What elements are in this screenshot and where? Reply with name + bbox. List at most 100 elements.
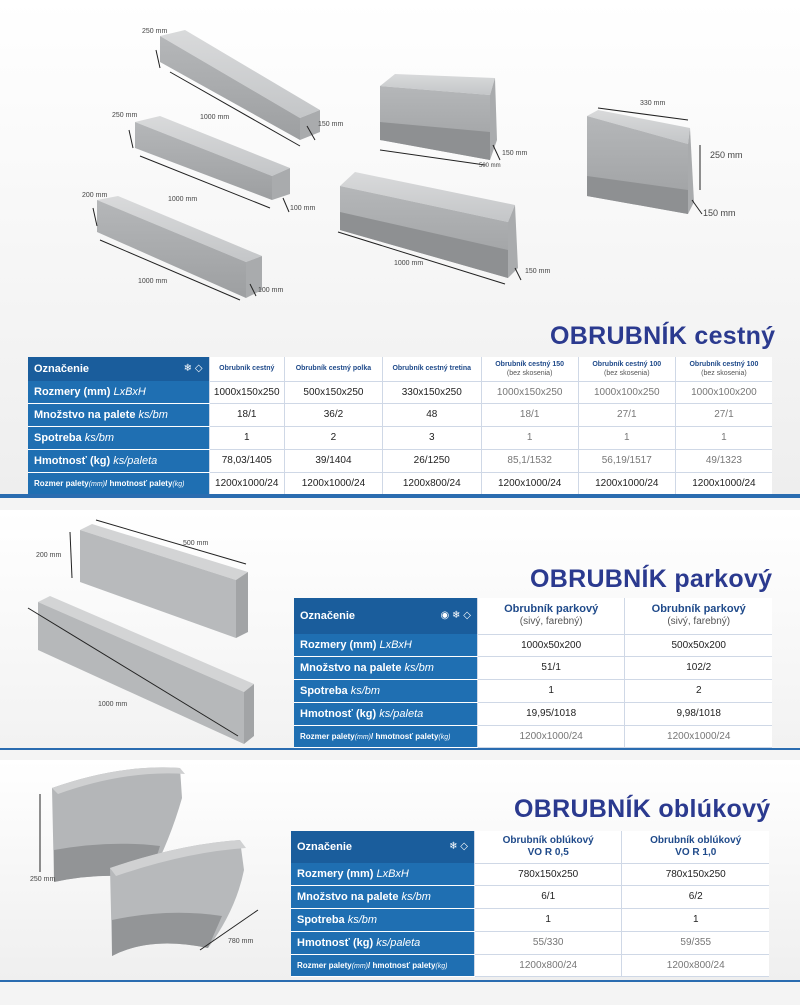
dim-label: 150 mm (318, 121, 344, 128)
dim-label: 150 mm (502, 150, 528, 157)
diamond-icon: ◇ (194, 363, 203, 374)
row-label: Hmotnosť (kg) ks/paleta (294, 702, 478, 726)
park-curb-table: Označenie ◉ ❄ ◇ Obrubník parkový(sivý, f… (294, 598, 772, 748)
snowflake-icon: ❄ (183, 363, 193, 374)
curb-block-4 (380, 74, 497, 160)
circle-badge-icon: ◉ (440, 610, 450, 621)
table-cell: 39/1404 (283, 449, 383, 473)
snowflake-icon: ❄ (452, 610, 461, 621)
dimension-lines (39, 794, 259, 951)
table-row: Množstvo na palete ks/bm 51/1 102/2 (294, 656, 772, 680)
dim-label: 1000 mm (138, 278, 168, 285)
table-cell: 19,95/1018 (476, 702, 625, 726)
table-cell: 2 (624, 679, 772, 703)
table-row: Rozmer palety(mm)/ hmotnosť palety(kg) 1… (291, 954, 769, 977)
table-cell: 1200x800/24 (473, 954, 622, 977)
table-cell: 26/1250 (381, 449, 482, 473)
table-cell: 1200x1000/24 (577, 472, 676, 495)
column-header: Obrubník parkový(sivý, farebný) (624, 598, 772, 635)
dim-label: 100 mm (258, 287, 284, 294)
dim-label: 500 mm (183, 540, 209, 547)
table-row: Spotreba ks/bm 1 1 (291, 908, 769, 932)
row-label: Rozmery (mm) LxBxH (291, 863, 475, 886)
dim-label: 250 mm (142, 28, 168, 35)
table-row: Hmotnosť (kg) ks/paleta 78,03/1405 39/14… (28, 449, 772, 473)
table-cell: 1200x1000/24 (624, 725, 772, 748)
table-row: Rozmery (mm) LxBxH 1000x50x200 500x50x20… (294, 634, 772, 657)
dim-label: 500 mm (479, 163, 501, 169)
curb-block-1 (160, 30, 320, 140)
dim-label: 1000 mm (394, 260, 424, 267)
table-cell: 1000x100x250 (577, 381, 676, 404)
table-cell: 330x150x250 (381, 381, 482, 404)
table-cell: 18/1 (208, 403, 285, 427)
table-cell: 102/2 (624, 656, 772, 680)
table-cell: 1 (480, 426, 579, 450)
column-header: Obrubník parkový(sivý, farebný) (476, 598, 625, 635)
table-row: Spotreba ks/bm 1 2 (294, 679, 772, 703)
table-row: Rozmer palety(mm)/ hmotnosť palety(kg) 1… (294, 725, 772, 748)
dim-label: 780 mm (228, 938, 254, 945)
row-label: Rozmery (mm) LxBxH (28, 381, 210, 404)
table-cell: 1 (621, 908, 769, 932)
table-cell: 49/1323 (674, 449, 772, 473)
row-label: Spotreba ks/bm (28, 426, 210, 450)
dimension-lines (92, 49, 703, 301)
table-cell: 59/355 (621, 931, 769, 955)
park-curb-short (80, 524, 248, 638)
table-cell: 27/1 (674, 403, 772, 427)
curb-block-6 (587, 110, 694, 214)
road-curb-table: Označenie ❄ ◇ Obrubník cestný Obrubník c… (28, 357, 772, 495)
table-cell: 9,98/1018 (624, 702, 772, 726)
table-cell: 51/1 (476, 656, 625, 680)
table-row: Množstvo na palete ks/bm 18/1 36/2 48 18… (28, 403, 772, 427)
curved-curb-product-images (39, 767, 259, 956)
table-cell: 85,1/1532 (480, 449, 579, 473)
table-row: Hmotnosť (kg) ks/paleta 19,95/1018 9,98/… (294, 702, 772, 726)
curved-curb-front (110, 840, 246, 956)
table-cell: 2 (283, 426, 383, 450)
section-title-curved-curb: OBRUBNÍK oblúkový (514, 795, 771, 823)
section-title-park-curb: OBRUBNÍK parkový (530, 565, 773, 593)
table-row: Rozmery (mm) LxBxH 780x150x250 780x150x2… (291, 863, 769, 886)
table-cell: 1 (674, 426, 772, 450)
table-cell: 1200x1000/24 (283, 472, 383, 495)
dim-label: 100 mm (290, 205, 316, 212)
row-label: Spotreba ks/bm (291, 908, 475, 932)
table-cell: 1000x150x250 (208, 381, 285, 404)
table-cell: 1 (208, 426, 285, 450)
row-label: Rozmer palety(mm)/ hmotnosť palety(kg) (294, 725, 478, 748)
column-header: Obrubník cestný 100(bez skosenia) (674, 357, 772, 382)
road-curb-product-images (92, 30, 703, 301)
section-title-road-curb: OBRUBNÍK cestný (550, 322, 776, 350)
table-cell: 1200x1000/24 (208, 472, 285, 495)
park-curb-product-images (27, 519, 254, 744)
column-header: Obrubník cestný (208, 357, 285, 382)
diamond-icon: ◇ (460, 841, 468, 852)
table-cell: 56,19/1517 (577, 449, 676, 473)
table-header-label: Označenie ◉ ❄ ◇ (294, 598, 478, 634)
table-cell: 780x150x250 (621, 863, 769, 886)
table-cell: 780x150x250 (473, 863, 622, 886)
table-row: Hmotnosť (kg) ks/paleta 55/330 59/355 (291, 931, 769, 955)
row-label: Rozmer palety(mm)/ hmotnosť palety(kg) (28, 472, 210, 495)
table-cell: 3 (381, 426, 482, 450)
dim-label: 150 mm (703, 208, 736, 218)
table-cell: 6/2 (621, 885, 769, 909)
row-label: Množstvo na palete ks/bm (28, 403, 210, 427)
column-header: Obrubník cestný tretina (381, 357, 482, 382)
column-header: Obrubník cestný 100(bez skosenia) (577, 357, 676, 382)
table-cell: 500x50x200 (624, 634, 772, 657)
section-curved-curb: 250 mm 780 mm OBRUBNÍK oblúkový Označeni… (0, 760, 800, 982)
section-divider (0, 494, 800, 498)
dimension-lines (27, 519, 247, 737)
table-row: Rozmery (mm) LxBxH 1000x150x250 500x150x… (28, 381, 772, 404)
table-row: Rozmer palety(mm)/ hmotnosť palety(kg) 1… (28, 472, 772, 495)
dim-label: 200 mm (82, 192, 108, 199)
diamond-icon: ◇ (463, 610, 471, 621)
row-label: Rozmery (mm) LxBxH (294, 634, 478, 657)
snowflake-icon: ❄ (449, 841, 458, 852)
